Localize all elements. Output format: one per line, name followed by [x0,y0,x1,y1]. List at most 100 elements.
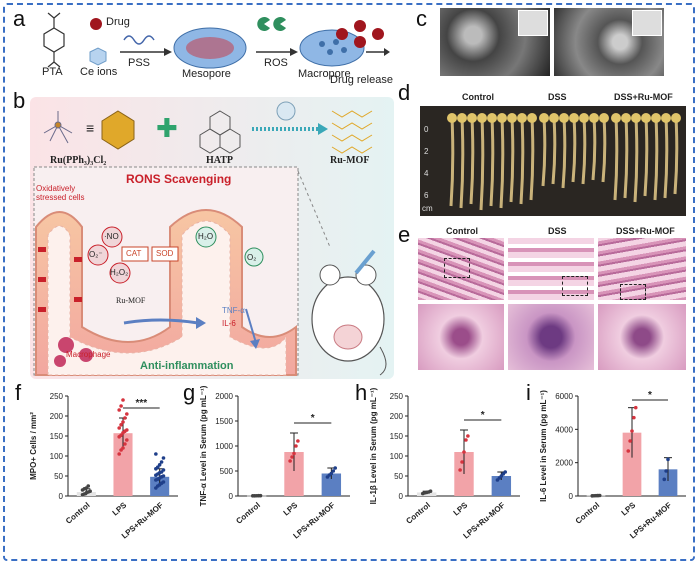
hatp-molecule-icon [199,110,241,154]
cecum-blob [497,113,507,123]
stressed-cell-icons [38,247,82,312]
data-point [119,433,123,437]
histology-ru-mof-bottom [598,304,686,370]
data-point [329,471,334,476]
data-point [503,470,508,474]
cecum-blob [477,113,487,123]
mouse-icon [311,276,385,362]
ros-label: ROS [264,57,288,69]
y-tick-label: 0 [399,492,404,501]
hatp-label: HATP [206,155,234,166]
colon-strip [509,117,515,203]
cat-label: CAT [126,249,142,258]
drug-release-spheres-icon [336,20,384,48]
ce-ions-label: Ce ions [80,66,118,78]
data-point [331,469,336,473]
zoom-box-dss [562,276,588,296]
data-point [125,412,129,416]
drug-sphere-icon [90,18,102,30]
h2o2-label: H₂O₂ [110,268,129,277]
pss-label: PSS [128,57,151,69]
ruler-tick-2: 2 [424,147,429,156]
data-point [466,434,470,438]
category-label: LPS [620,500,638,517]
stressed-cells-label: Oxidatively stressed cells [36,184,85,202]
macropore-particle-icon [299,29,365,67]
drug-label: Drug [106,16,130,28]
data-point [117,408,121,412]
cecum-blob [467,113,477,123]
cecum-blob [579,113,589,123]
macrophage-icons [54,337,93,367]
data-point [632,415,636,420]
cecum-blob [641,113,651,123]
data-point [125,428,129,432]
flask-icon [276,101,296,121]
significance-label: *** [135,398,147,409]
svg-text:≡: ≡ [86,120,94,136]
data-point [161,456,166,460]
d-label-dss: DSS [548,92,567,102]
cecum-blob [671,113,681,123]
panel-label-h: h [355,380,368,405]
e-label-dss-ru-mof: DSS+Ru-MOF [616,226,675,236]
panel-label-a: a [13,6,26,31]
colon-strip [469,117,475,205]
colon-samples-drawing [447,113,681,211]
panel-label-d: d [398,80,411,105]
significance-label: * [311,413,315,424]
colon-strip [499,117,505,209]
pss-polymer-icon [123,35,155,45]
e-label-control: Control [446,226,478,236]
y-tick-label: 250 [50,392,64,401]
data-point [666,457,670,462]
y-tick-label: 6000 [555,392,573,401]
pta-molecule-icon [43,12,65,68]
histology-dss-bottom [508,304,594,370]
data-point [121,420,125,424]
y-tick-label: 4000 [555,425,573,434]
colon-strip [479,117,485,211]
data-point [121,398,125,402]
anti-inflammation-title: Anti-inflammation [140,360,234,372]
data-point [462,450,466,454]
macropore-label: Macropore [298,68,351,80]
data-point [662,477,667,482]
ru-complex-icon [43,111,73,144]
data-point [258,493,263,498]
category-label: Control [234,501,262,526]
category-label: LPS [452,500,470,517]
data-point [117,426,121,430]
cecum-blob [487,113,497,123]
data-point [119,404,123,408]
histology-control-top [418,238,504,300]
cecum-blob [611,113,621,123]
colon-strip [623,117,629,199]
panel-label-c: c [416,6,427,31]
data-point [155,465,160,469]
cecum-blob [661,113,671,123]
colon-strip [643,117,649,197]
cecum-blob [549,113,559,123]
panel-b-illustration: ≡ ✚ [30,97,394,379]
data-point [159,460,164,464]
syringe-icon [354,249,376,275]
y-tick-label: 500 [220,467,234,476]
colon-strip [633,117,639,203]
y-axis-label: TNF-α Level in Serum (pg mL⁻¹) [199,385,208,506]
colon-strip [663,117,669,199]
colon-strip [673,117,679,195]
ce-ion-cube-icon [89,47,107,66]
colon-strip [561,117,567,189]
colon-strip [613,117,619,201]
pta-label: PTA [42,66,63,78]
data-point [460,460,464,464]
data-point [161,480,166,484]
colon-strip [529,117,535,201]
y-axis-label: IL-6 Level in Serum (pg mL⁻¹) [539,390,548,502]
colon-strip [653,117,659,201]
ros-pacman-icon [257,17,270,31]
